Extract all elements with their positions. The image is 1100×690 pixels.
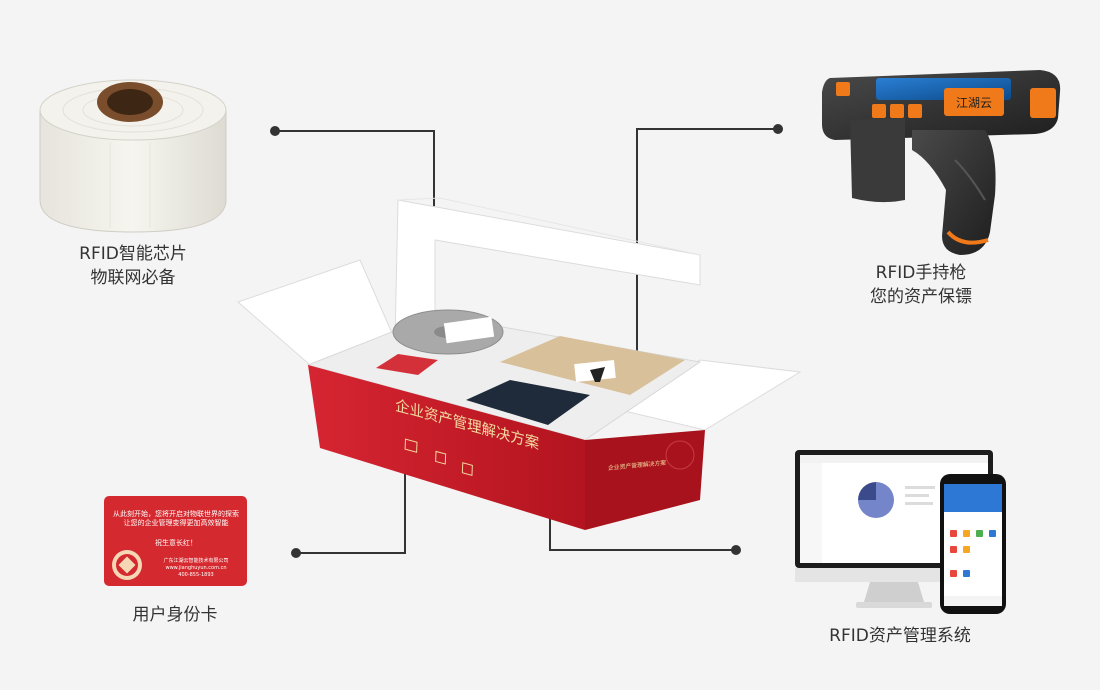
computer-phone-icon (795, 450, 1006, 614)
card-phone: 400-855-1893 (178, 572, 214, 578)
leader-dot-system (731, 545, 741, 555)
box-side (585, 430, 705, 530)
box-black-card (466, 380, 590, 425)
product-box: 企业资产管理解决方案 企业资产管理解决方案 (237, 197, 802, 530)
leader-line-handheld (636, 128, 778, 365)
leader-dot-card (291, 548, 301, 558)
caption-id-card: 用户身份卡 (132, 605, 218, 625)
rfid-handheld-scanner-icon: 江湖云 (822, 70, 1061, 255)
caption-handheld-line1: RFID手持枪 (875, 263, 967, 283)
card-line1: 从此刻开始，您将开启对物联世界的探索 (113, 510, 239, 518)
card-line3: 祝生意长红！ (155, 539, 197, 547)
caption-handheld-line2: 您的资产保镖 (870, 287, 972, 307)
card-company: 广东江湖云智能技术有限公司 (163, 558, 229, 564)
rfid-tag-roll-icon (39, 79, 227, 233)
caption-handheld: RFID手持枪 您的资产保镖 (846, 261, 996, 309)
leader-dot-handheld (773, 124, 783, 134)
card-website: www.jianghuyun.com.cn (165, 565, 227, 571)
card-line2: 让您的企业管理变得更加高效智能 (123, 519, 229, 527)
caption-rfid-tag: RFID智能芯片 物联网必备 (58, 242, 208, 290)
leader-dot-tag (270, 126, 280, 136)
box-front (308, 365, 585, 530)
caption-system: RFID资产管理系统 (829, 626, 971, 646)
scanner-brand-label: 江湖云 (956, 95, 992, 110)
caption-rfid-tag-line2: 物联网必备 (90, 268, 176, 288)
id-card-icon (104, 496, 247, 586)
caption-rfid-tag-line1: RFID智能芯片 (79, 244, 187, 264)
